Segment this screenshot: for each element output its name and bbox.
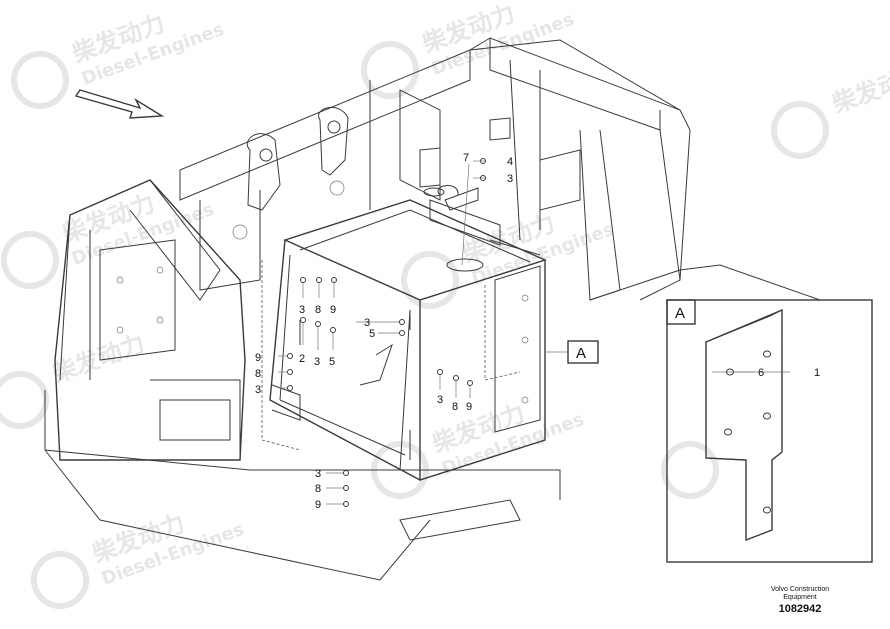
- callout-4: 4: [507, 156, 513, 168]
- callout-3: 3: [364, 317, 370, 329]
- callout-3: 3: [299, 304, 305, 316]
- callout-right-group: 3 8 9: [437, 394, 472, 413]
- detail-label: A: [675, 305, 685, 322]
- fastener-parts: [287, 158, 486, 507]
- callout-3: 3: [255, 384, 261, 396]
- view-label: A: [576, 345, 586, 362]
- callout-3: 3: [315, 468, 321, 480]
- callout-5: 5: [369, 328, 375, 340]
- callout-8: 8: [255, 368, 261, 380]
- callout-9: 9: [315, 499, 321, 511]
- callout-8: 8: [315, 483, 321, 495]
- callout-8: 8: [452, 401, 458, 413]
- callout-center-mid: 3 5: [364, 317, 375, 340]
- main-box-frame: [261, 185, 547, 481]
- callout-3: 3: [507, 173, 513, 185]
- callout-3: 3: [437, 394, 443, 406]
- callout-9: 9: [255, 352, 261, 364]
- callout-bottom-group: 3 8 9: [315, 468, 321, 511]
- callout-8: 8: [315, 304, 321, 316]
- callout-7: 7: [463, 152, 469, 164]
- callout-left-lower: 9 8 3: [255, 352, 261, 396]
- brand-line-2: Equipment: [783, 594, 817, 601]
- direction-arrow: [74, 89, 165, 119]
- view-reference-a: A: [567, 340, 599, 364]
- callout-3: 3: [314, 356, 320, 368]
- left-frame: [44, 179, 561, 581]
- callout-left-upper: 3 8 9: [299, 304, 336, 316]
- detail-callout-6: 6: [758, 367, 764, 379]
- upper-frame: [179, 37, 821, 301]
- callout-2: 2: [299, 353, 305, 365]
- drawing-number: 1082942: [778, 603, 822, 615]
- detail-callout-1: 1: [814, 367, 820, 379]
- watermark-layer: 柴发动力 Diesel-Engines 柴发动力 Diesel-Engines …: [0, 0, 890, 609]
- callout-5: 5: [329, 356, 335, 368]
- callout-9: 9: [330, 304, 336, 316]
- brand-line-1: Volvo Construction: [770, 586, 830, 593]
- watermark-text-cn: 柴发动力: [828, 59, 890, 118]
- title-block: Volvo Construction Equipment 1082942: [740, 586, 860, 616]
- fastener-leaders: [278, 160, 790, 505]
- callout-9: 9: [466, 401, 472, 413]
- callout-left-mid: 2 3 5: [299, 353, 335, 368]
- callout-top-group: 7 4 3: [463, 152, 513, 185]
- detail-a-inset: A 6 1: [666, 299, 873, 563]
